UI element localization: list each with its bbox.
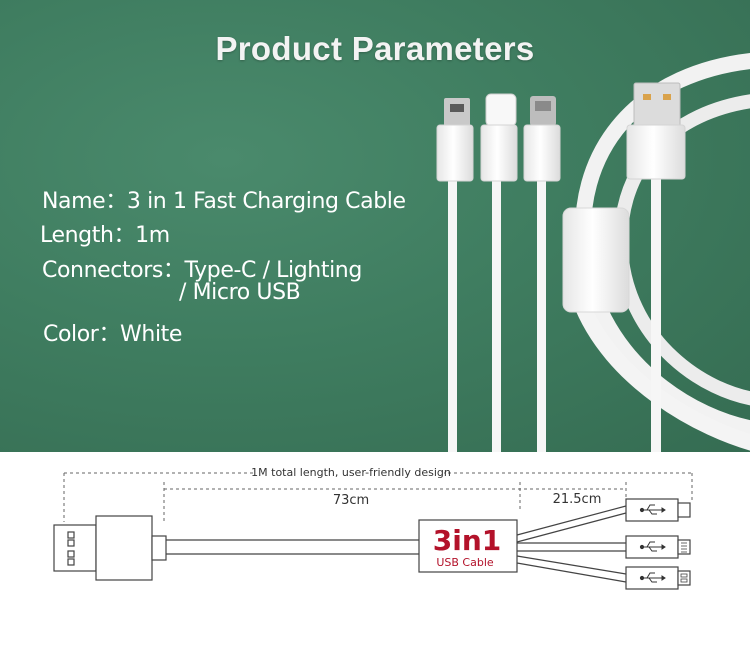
spec-color: Color：White xyxy=(43,316,182,348)
usb-a-plug-icon xyxy=(53,515,167,581)
cable-strand xyxy=(651,175,661,452)
spec-color-value: White xyxy=(120,322,183,347)
spec-length-value: 1m xyxy=(135,223,170,248)
spec-name-label: Name： xyxy=(42,189,127,214)
spec-connectors-value-line2: / Micro USB xyxy=(179,280,301,305)
branch-length-label: 21.5cm xyxy=(553,492,602,507)
usb-trident-icon xyxy=(639,504,666,515)
usb-a-plug-body xyxy=(626,124,686,180)
cable-strand xyxy=(448,175,457,452)
spec-length-label: Length： xyxy=(40,223,136,248)
lightning-plug-icon xyxy=(480,124,518,182)
spec-color-label: Color： xyxy=(43,322,121,347)
spec-length: Length：1m xyxy=(40,217,170,249)
main-length-label: 73cm xyxy=(333,493,369,508)
micro-usb-plug-icon xyxy=(436,124,474,182)
spec-connectors: Connectors：Type-C / Lighting xyxy=(42,252,362,284)
usb-cable-badge xyxy=(418,519,518,573)
cable-splitter xyxy=(562,207,630,313)
badge-3in1: 3in1 xyxy=(433,524,502,557)
total-length-label: 1M total length, user-friendly design xyxy=(251,466,451,479)
lightning-tip xyxy=(485,93,517,127)
spec-name: Name：3 in 1 Fast Charging Cable xyxy=(42,183,406,215)
type-c-plug-icon xyxy=(523,124,561,182)
micro-usb-tip-inner xyxy=(450,104,464,112)
usb-trident-icon xyxy=(639,572,666,583)
usb-trident-icon xyxy=(639,541,666,552)
cable-strand xyxy=(492,175,501,452)
dimension-diagram: 1M total length, user-friendly design 73… xyxy=(53,465,693,590)
cable-strand xyxy=(537,175,546,452)
spec-connectors-value: Type-C / Lighting xyxy=(184,258,363,283)
cable-product-illustration xyxy=(436,53,750,452)
type-c-tip-inner xyxy=(535,101,551,111)
dimension-diagram-panel: 1M total length, user-friendly design 73… xyxy=(0,452,750,647)
badge-usb-cable: USB Cable xyxy=(436,556,494,569)
page-title: Product Parameters xyxy=(215,30,535,67)
spec-connectors-label: Connectors： xyxy=(42,258,185,283)
usb-a-plug-icon xyxy=(633,82,681,128)
spec-name-value: 3 in 1 Fast Charging Cable xyxy=(126,189,406,214)
product-photo-panel: Product Parameters Name：3 in 1 Fast Char… xyxy=(0,0,750,452)
